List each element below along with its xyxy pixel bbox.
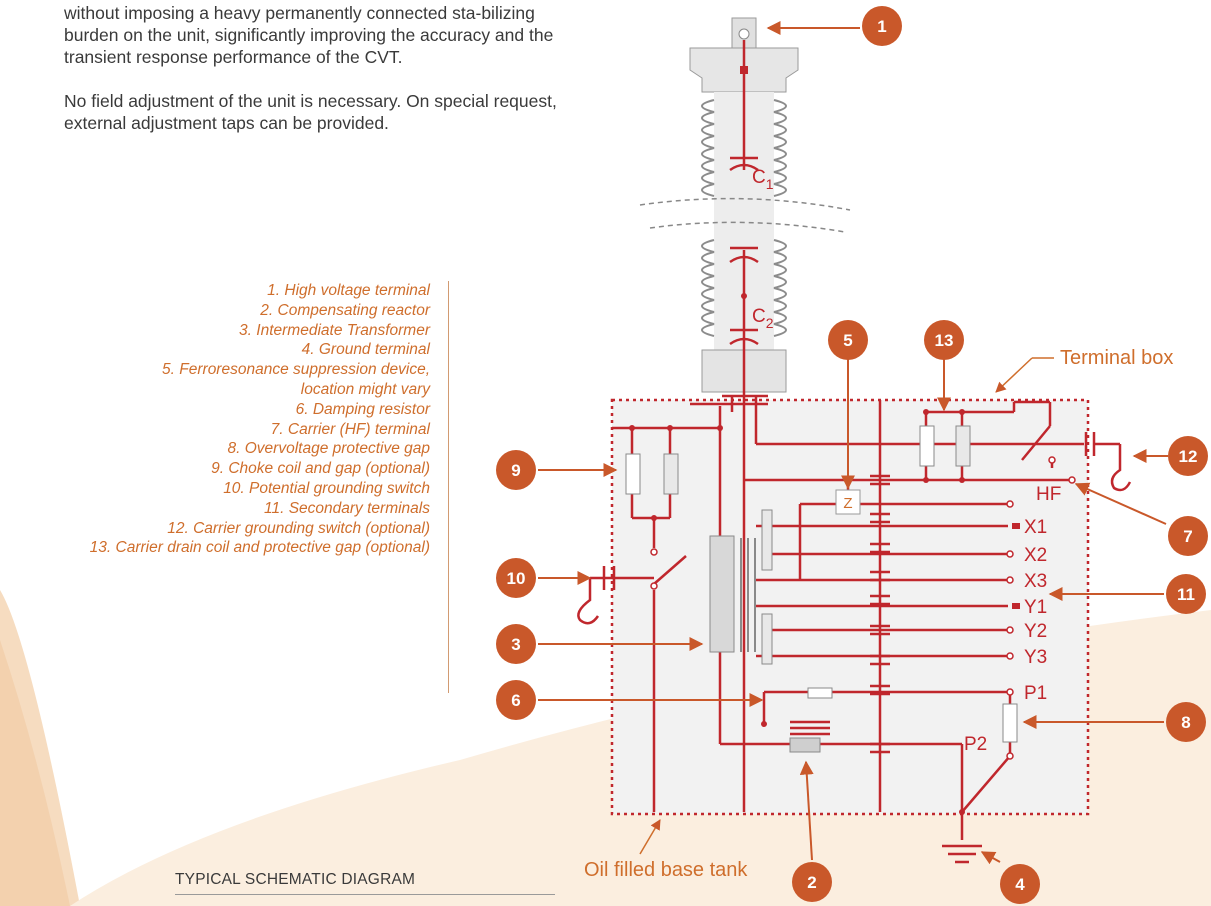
c2-sub: 2 <box>766 315 774 331</box>
terminal-x1: X1 <box>1024 517 1047 538</box>
badge-1: 1 <box>862 6 902 46</box>
terminal-x3: X3 <box>1024 571 1047 592</box>
intro-paragraph-2: No field adjustment of the unit is neces… <box>64 91 557 133</box>
terminal-p1: P1 <box>1024 683 1047 704</box>
badge-2: 2 <box>792 862 832 902</box>
legend-item: location might vary <box>300 380 430 398</box>
svg-text:11: 11 <box>1177 585 1195 604</box>
base-tank-label: Oil filled base tank <box>584 859 748 881</box>
transformer-primary <box>709 535 735 653</box>
c2-label: C2 <box>752 306 774 331</box>
terminal-y3: Y3 <box>1024 647 1047 668</box>
terminal-p2: P2 <box>964 734 987 755</box>
circuit-labels: C1 C2 HF X1 X2 X3 Y1 Y2 Y3 P1 P2 <box>752 167 1061 755</box>
intro-paragraph-1: without imposing a heavy permanently con… <box>64 3 554 67</box>
legend-item: 1. High voltage terminal <box>267 282 430 299</box>
legend-list: 1. High voltage terminal 2. Compensating… <box>0 281 430 558</box>
legend-item: 2. Compensating reactor <box>260 301 430 319</box>
terminal-x2: X2 <box>1024 545 1047 566</box>
svg-text:10: 10 <box>507 569 526 588</box>
svg-text:7: 7 <box>1183 527 1192 546</box>
legend-item: 13. Carrier drain coil and protective ga… <box>89 539 430 557</box>
intro-text: without imposing a heavy permanently con… <box>64 2 584 156</box>
svg-text:13: 13 <box>935 331 954 350</box>
badge-13: 13 <box>924 320 964 360</box>
badge-12: 12 <box>1168 436 1208 476</box>
badges: 1 2 3 4 5 6 7 8 9 10 11 12 13 <box>496 6 1208 904</box>
z-device <box>835 489 861 515</box>
c1-base: C <box>752 167 766 188</box>
legend-item: 8. Overvoltage protective gap <box>227 440 430 458</box>
legend-divider <box>448 281 449 693</box>
svg-text:1: 1 <box>877 17 886 36</box>
circuit-wiring <box>577 40 1132 840</box>
caption-underline <box>175 894 555 895</box>
badge-4: 4 <box>1000 864 1040 904</box>
terminal-box-label: Terminal box <box>1060 347 1173 369</box>
c1-sub: 1 <box>766 176 774 192</box>
legend-item: 11. Secondary terminals <box>264 499 430 517</box>
badge-11: 11 <box>1166 574 1206 614</box>
components: Z <box>625 66 1076 864</box>
badge-6: 6 <box>496 680 536 720</box>
c1-label: C1 <box>752 167 774 192</box>
svg-text:4: 4 <box>1015 875 1025 894</box>
z-label: Z <box>843 495 852 512</box>
c2-base: C <box>752 306 766 327</box>
legend-item: 3. Intermediate Transformer <box>239 321 430 339</box>
damping-resistor <box>807 687 833 699</box>
badge-8: 8 <box>1166 702 1206 742</box>
badge-arrows <box>538 21 1168 865</box>
badge-3: 3 <box>496 624 536 664</box>
hf-label: HF <box>1036 484 1061 505</box>
legend-item: 4. Ground terminal <box>301 341 430 359</box>
terminal-y2: Y2 <box>1024 621 1047 642</box>
compensating-reactor <box>789 737 821 753</box>
terminal-y1: Y1 <box>1024 597 1047 618</box>
svg-text:12: 12 <box>1179 447 1198 466</box>
diagram-caption: TYPICAL SCHEMATIC DIAGRAM <box>175 871 416 888</box>
badge-7: 7 <box>1168 516 1208 556</box>
svg-text:2: 2 <box>807 873 816 892</box>
svg-text:5: 5 <box>843 331 852 350</box>
svg-text:6: 6 <box>511 691 520 710</box>
legend-item: 12. Carrier grounding switch (optional) <box>167 519 430 537</box>
legend-item: 5. Ferroresonance suppression device, <box>162 361 430 379</box>
badge-10: 10 <box>496 558 536 598</box>
svg-text:9: 9 <box>511 461 520 480</box>
legend-item: 6. Damping resistor <box>295 400 430 418</box>
badge-5: 5 <box>828 320 868 360</box>
legend-item: 10. Potential grounding switch <box>223 479 430 497</box>
svg-text:8: 8 <box>1181 713 1190 732</box>
badge-9: 9 <box>496 450 536 490</box>
svg-text:3: 3 <box>511 635 520 654</box>
legend-item: 7. Carrier (HF) terminal <box>270 420 430 438</box>
legend-item: 9. Choke coil and gap (optional) <box>211 460 430 478</box>
